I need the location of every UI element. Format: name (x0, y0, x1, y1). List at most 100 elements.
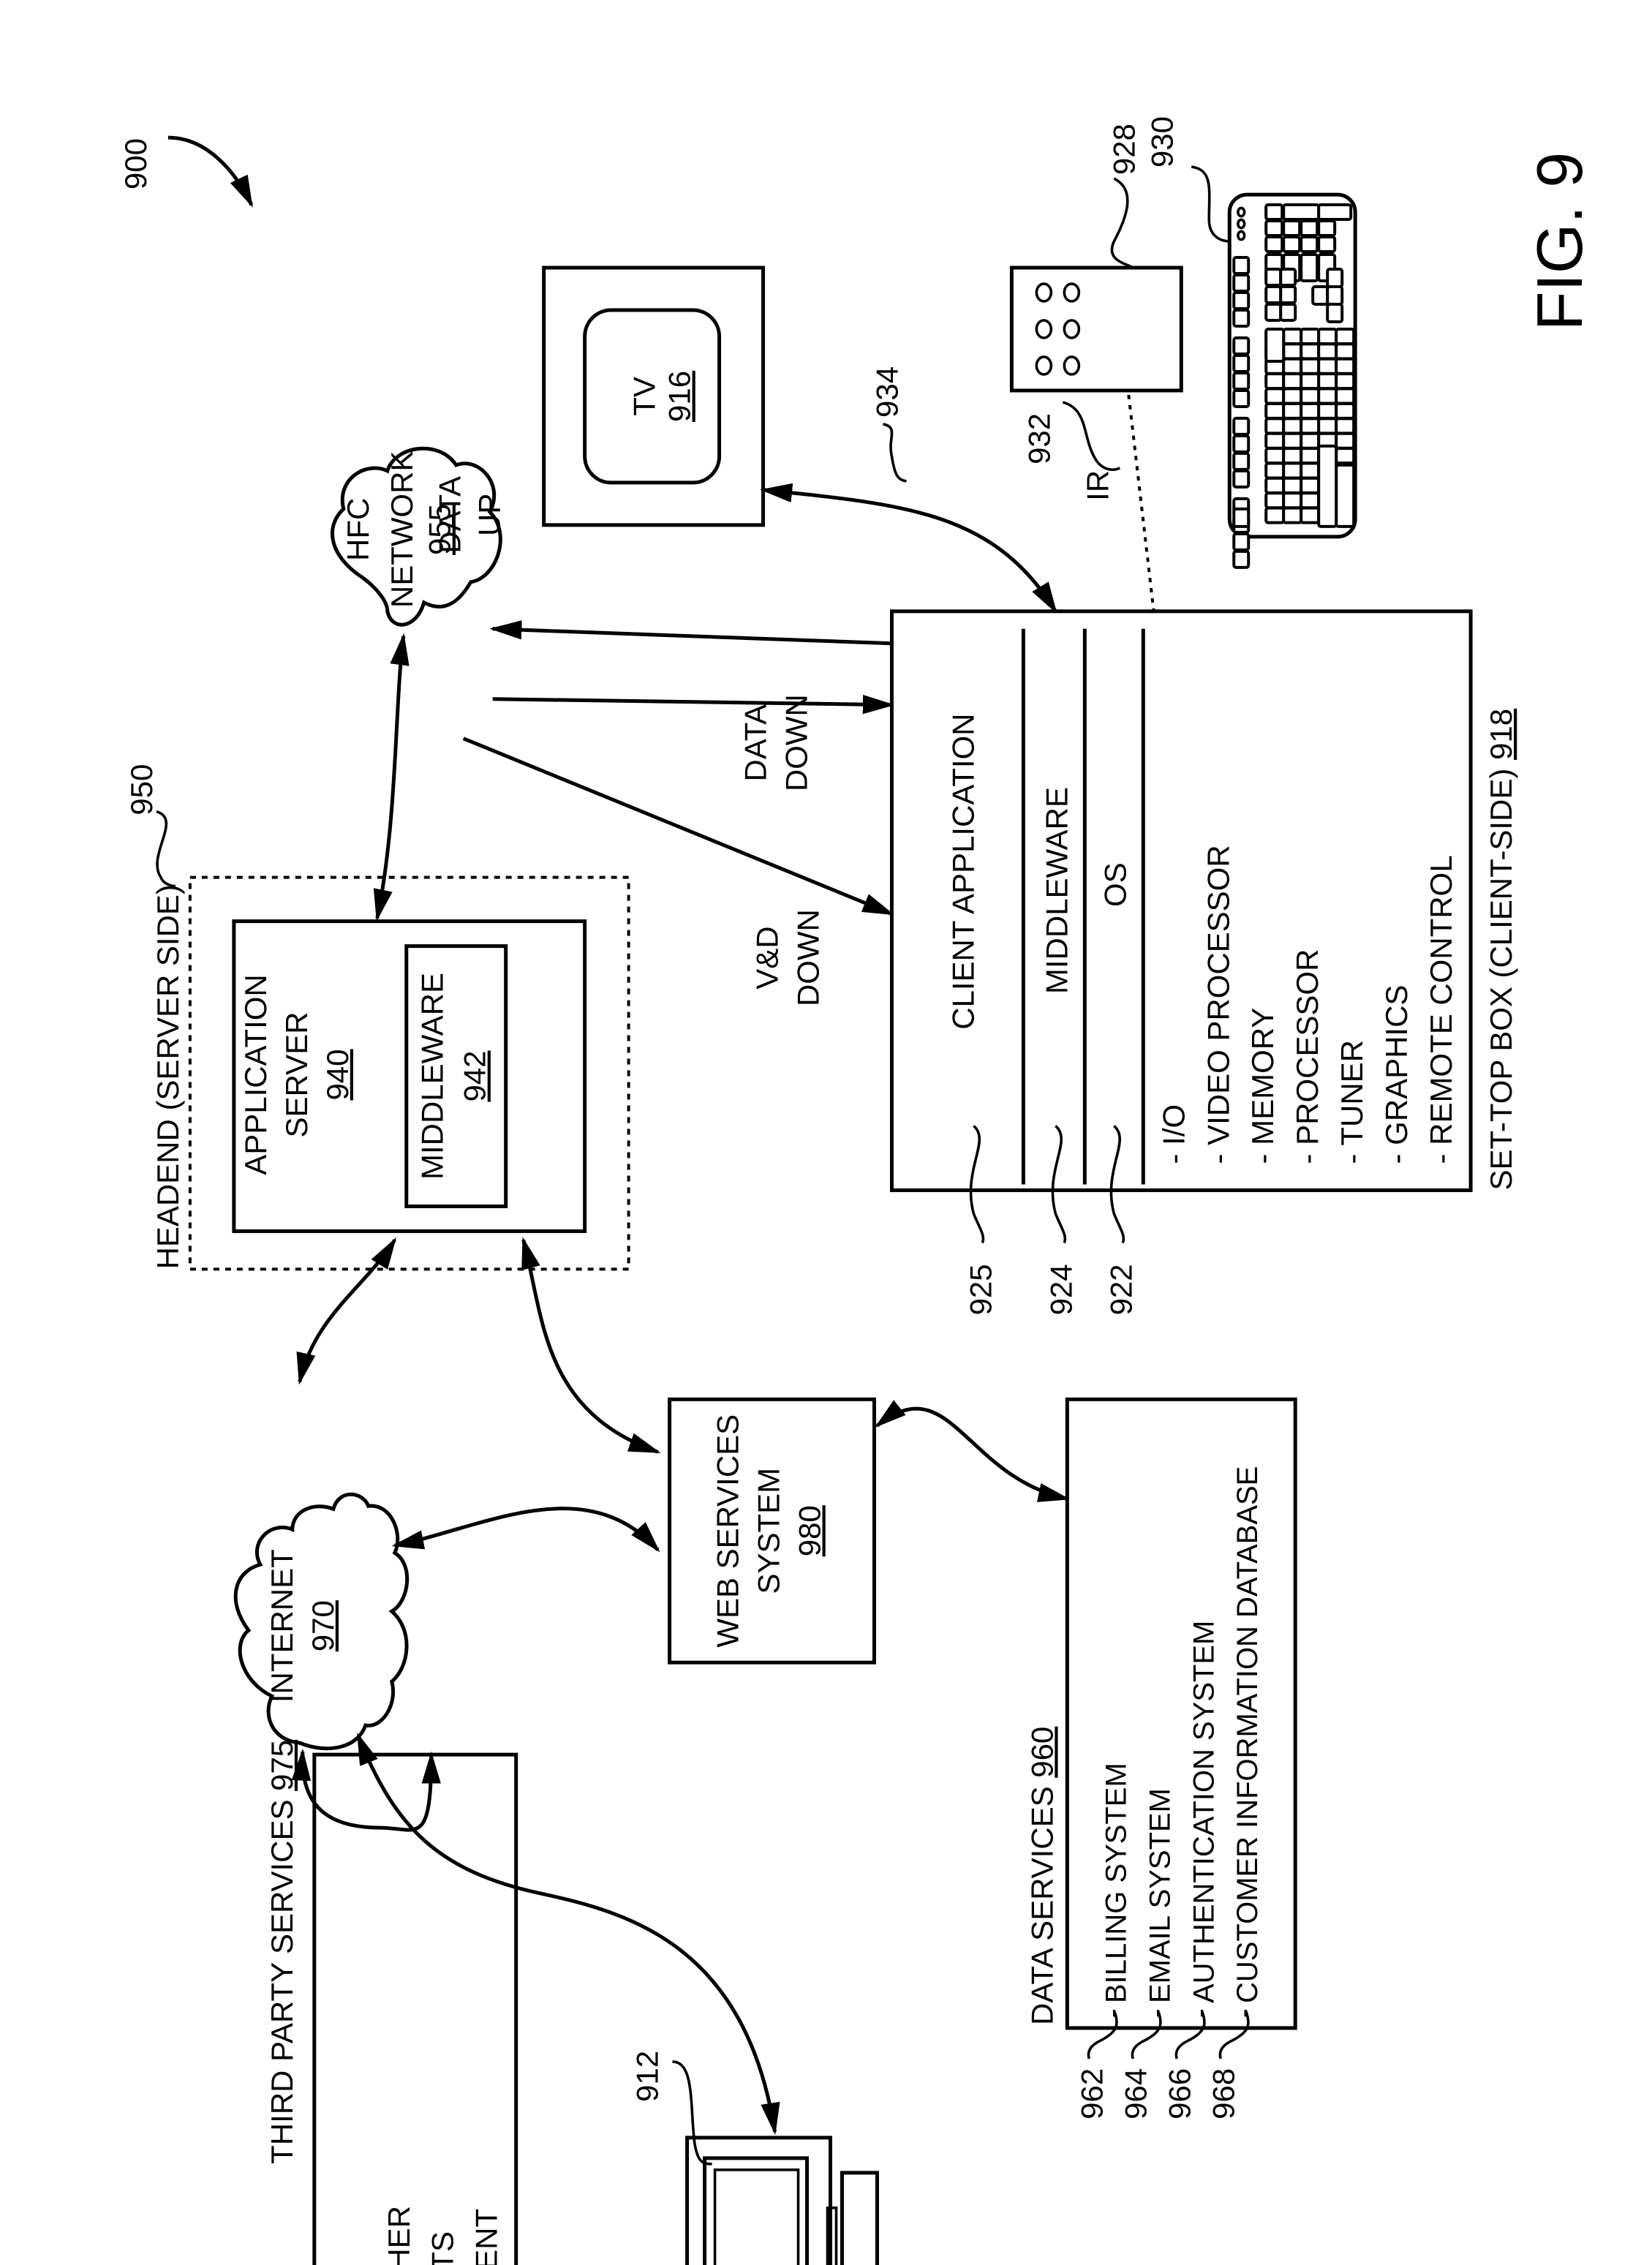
keyboard-key (1301, 448, 1319, 463)
keyboard-key (1234, 373, 1248, 389)
data-services-bullet: - (1141, 2008, 1172, 2018)
data-services-item: CUSTOMER INFORMATION DATABASE (1232, 1466, 1264, 2003)
webservices-ref: 980 (793, 1505, 827, 1556)
system-ref-arrow (168, 137, 252, 205)
keyboard-key (1301, 221, 1317, 235)
keyboard-key (1283, 434, 1301, 448)
ir-link (1128, 395, 1155, 622)
keyboard-key (1283, 237, 1300, 252)
keyboard-key (1266, 304, 1281, 320)
headend-title: HEADEND (SERVER SIDE) (151, 884, 185, 1269)
keyboard-key (1266, 374, 1283, 388)
data-down-line1: DATA (739, 704, 773, 782)
third-party-services: THIRD PARTY SERVICES 975 -NEWS-WEATHER-S… (265, 1740, 516, 2265)
set-top-box: CLIENT APPLICATION MIDDLEWARE OS - I/O- … (891, 611, 1518, 1316)
keyboard-key (1283, 418, 1301, 433)
data-services-ref-label: 966 (1162, 2068, 1196, 2119)
keyboard-key (1336, 344, 1354, 358)
keyboard-key (1301, 434, 1319, 448)
keyboard-key (1301, 237, 1317, 252)
keyboard-key (1266, 464, 1283, 478)
keyboard-key (1266, 448, 1283, 463)
data-up-line1: DATA (433, 476, 467, 554)
keyboard-key (1301, 464, 1319, 478)
stb-component-item: - GRAPHICS (1379, 985, 1414, 1164)
keyboard-key (1234, 257, 1248, 274)
keyboard-key (1336, 374, 1354, 388)
keyboard-key (1327, 287, 1342, 304)
data-services-item: AUTHENTICATION SYSTEM (1188, 1621, 1220, 2003)
keyboard-key (1234, 534, 1248, 550)
keyboard-key (1319, 329, 1336, 344)
keyboard-key (1319, 418, 1336, 433)
keyboard-key (1301, 493, 1319, 508)
keyboard-key (1266, 205, 1282, 219)
computer-bezel (705, 2158, 807, 2265)
data-services-ref-label: 968 (1206, 2068, 1240, 2119)
webservices-line1: WEB SERVICES (711, 1414, 745, 1648)
stb-layer-client-app: CLIENT APPLICATION (946, 714, 980, 1030)
keyboard-key (1327, 269, 1342, 287)
keyboard-key (1283, 389, 1301, 404)
headend-leader (156, 812, 176, 886)
stb-layer-ref: 924 (1044, 1264, 1078, 1315)
keyboard-key (1266, 434, 1283, 448)
keyboard-key (1266, 493, 1283, 508)
keyboard-key (1283, 508, 1301, 523)
keyboard-key (1301, 255, 1317, 281)
stb-layer-ref: 922 (1104, 1264, 1138, 1315)
stb-title-text: SET-TOP BOX (CLIENT-SIDE) (1484, 769, 1518, 1191)
keyboard-key (1234, 418, 1248, 434)
tv-link-ref: 934 (870, 366, 904, 418)
keyboard-key (1283, 344, 1301, 358)
stb-layer-ref: 925 (963, 1264, 997, 1315)
keyboard-key (1319, 237, 1335, 252)
third-party-ref: 975 (265, 1740, 299, 1791)
vd-down-line2: DOWN (791, 909, 826, 1006)
keyboard-key (1301, 478, 1319, 493)
keyboard-key (1234, 293, 1248, 309)
keyboard-key (1283, 359, 1301, 374)
tv-device: TV 916 (544, 268, 763, 525)
data-services-bullet: - (1229, 2008, 1259, 2018)
keyboard-key (1336, 389, 1354, 404)
hfc-network-cloud: HFC NETWORK 955 (332, 448, 500, 625)
remote-ref: 928 (1106, 124, 1141, 175)
keyboard-key (1234, 471, 1248, 487)
stb-layer-middleware: MIDDLEWARE (1039, 787, 1074, 994)
data-services-title: DATA SERVICES 960 (1025, 1727, 1059, 2025)
keyboard-key (1336, 418, 1354, 433)
keyboard-key (1336, 448, 1354, 463)
third-party-item: CONTENT (469, 2209, 504, 2265)
third-party-title-text: THIRD PARTY SERVICES (265, 1800, 299, 2164)
stb-ref: 918 (1484, 709, 1518, 760)
third-party-title: THIRD PARTY SERVICES 975 (265, 1740, 299, 2164)
internet-webservices-link (395, 1509, 658, 1550)
keyboard-key (1266, 329, 1283, 361)
keyboard-key (1319, 389, 1336, 404)
keyboard-key (1234, 509, 1248, 527)
keyboard-key (1336, 329, 1354, 344)
keyboard-key (1301, 344, 1319, 358)
stb-title: SET-TOP BOX (CLIENT-SIDE) 918 (1484, 709, 1518, 1191)
computer-ref: 912 (630, 2051, 665, 2102)
data-services-ref-label: 962 (1074, 2068, 1109, 2119)
keyboard-key (1283, 205, 1319, 219)
hfc-line2: NETWORK (385, 451, 419, 608)
stb-component-item: - VIDEO PROCESSOR (1201, 845, 1235, 1164)
keyboard-key (1283, 464, 1301, 478)
personal-computer: 912 (630, 2051, 878, 2265)
webservices-line2: SYSTEM (752, 1468, 786, 1594)
keyboard-key (1313, 287, 1327, 304)
stb-component-item: - PROCESSOR (1290, 949, 1324, 1164)
data-services-title-text: DATA SERVICES (1025, 1786, 1059, 2025)
keyboard-ref: 930 (1144, 116, 1179, 167)
keyboard-key (1266, 508, 1283, 523)
keyboard-key (1301, 359, 1319, 374)
appserver-line2: SERVER (279, 1012, 314, 1138)
data-down-line2: DOWN (780, 694, 814, 791)
stb-component-item: - I/O (1156, 1104, 1191, 1164)
data-services-ref: 960 (1025, 1727, 1059, 1778)
headend: HEADEND (SERVER SIDE) 950 APPLICATION SE… (124, 764, 629, 1270)
